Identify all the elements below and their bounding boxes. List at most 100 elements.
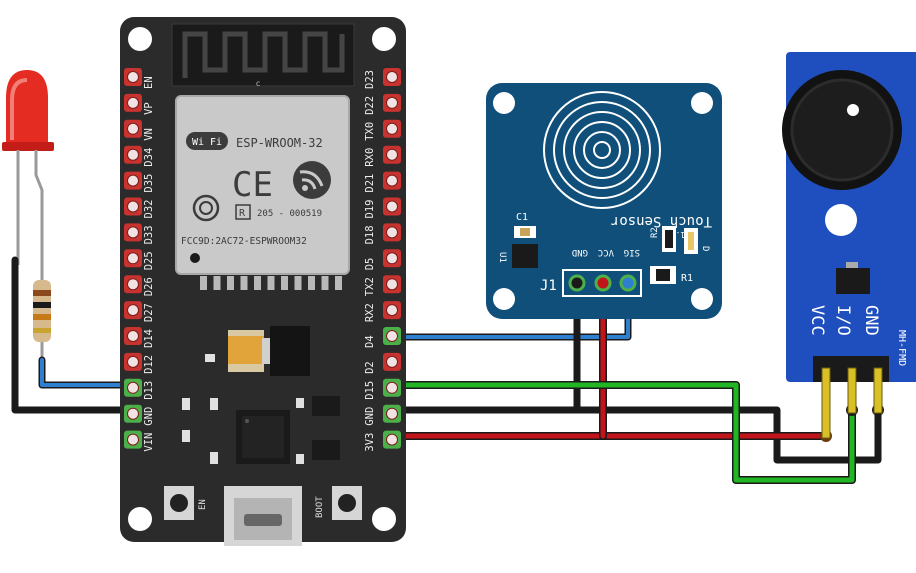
pin-label-vcc: VCC [598, 247, 614, 257]
esp32-pin-label-left-6: D33 [143, 225, 155, 244]
esp32-pin-right-9 [383, 301, 401, 320]
esp32-pin-right-6 [383, 223, 401, 242]
esp32-pin-label-left-1: VP [143, 102, 155, 115]
touch-pad-icon [543, 91, 661, 209]
wire-led-d13 [38, 356, 137, 389]
esp32-pin-right-4 [383, 171, 401, 190]
esp32-pin-right-5 [383, 197, 401, 216]
esp32-board: c Wi Fi ESP-WROOM-32 CE R 205 - 000519 F… [120, 17, 406, 546]
esp32-pin-label-left-3: D34 [143, 148, 155, 167]
esp32-pin-label-right-13: GND [364, 407, 376, 426]
esp32-pin-label-right-11: D2 [364, 361, 376, 374]
en-button-label: EN [198, 499, 208, 510]
esp32-pin-right-8 [383, 275, 401, 294]
esp32-pin-left-14 [124, 430, 142, 449]
esp32-pin-left-11 [124, 352, 142, 371]
en-button[interactable] [164, 486, 194, 520]
ce-mark: CE [232, 165, 273, 205]
touch-sensor-version: V1.1 [671, 230, 690, 239]
espressif-logo-icon [293, 161, 331, 199]
touch-pin-vcc [594, 274, 612, 292]
esp32-pin-label-right-7: D5 [364, 258, 376, 271]
esp32-pin-left-10 [124, 327, 142, 345]
touch-sensor-module: Touch Sensor V1.1 C1 U1 R2 D R1 J1 GND V… [486, 83, 722, 319]
touch-pin-sig [619, 274, 637, 292]
esp32-pin-label-right-9: RX2 [364, 303, 376, 322]
esp32-pin-label-right-12: D15 [364, 381, 376, 400]
buzzer-icon [782, 70, 902, 190]
label-u1: U1 [497, 252, 507, 263]
led [2, 70, 54, 280]
esp32-pin-left-2 [124, 119, 142, 138]
esp32-pin-label-left-8: D26 [143, 277, 155, 296]
esp32-pin-right-0 [383, 68, 401, 86]
label-c1: C1 [516, 212, 528, 223]
wire-led-gnd [11, 256, 137, 414]
module-castellation [281, 276, 288, 290]
label-r2: R2 [650, 227, 660, 238]
label-d: D [700, 246, 710, 251]
pin-label-sig: SIG [624, 247, 640, 257]
esp32-pin-label-left-13: GND [143, 407, 155, 426]
esp32-pin-right-13 [383, 404, 401, 423]
esp32-pin-label-left-4: D35 [143, 174, 155, 193]
module-castellation [200, 276, 207, 290]
module-name: ESP-WROOM-32 [236, 136, 323, 150]
wifi-logo-text: Wi Fi [192, 137, 222, 148]
module-castellation [294, 276, 302, 290]
esp32-pin-label-left-2: VN [143, 128, 155, 141]
esp32-pin-left-5 [124, 197, 142, 216]
esp32-pin-left-7 [124, 249, 142, 268]
svg-text:R: R [239, 208, 246, 219]
esp32-pin-left-9 [124, 301, 142, 320]
boot-button[interactable] [332, 486, 362, 520]
usb-port [224, 486, 302, 546]
esp32-pin-left-8 [124, 275, 142, 294]
esp32-pin-label-right-4: D21 [364, 174, 376, 193]
esp32-pin-label-right-14: 3V3 [364, 433, 376, 452]
esp32-pin-right-3 [383, 145, 401, 164]
module-castellation [321, 276, 329, 290]
r-cert-number: 205 - 000519 [257, 209, 322, 219]
resistor [33, 250, 51, 360]
esp32-pin-left-12 [124, 378, 142, 397]
antenna-c-label: c [256, 79, 261, 88]
esp32-pin-label-right-10: D4 [364, 335, 376, 348]
esp32-pin-label-left-5: D32 [143, 200, 155, 219]
esp32-pin-label-left-7: D25 [143, 251, 155, 270]
esp32-pin-label-left-12: D13 [143, 381, 155, 400]
esp32-pin-label-left-9: D27 [143, 303, 155, 322]
esp32-pin-label-right-8: TX2 [364, 277, 376, 296]
buzzer-header-pins [821, 367, 883, 439]
esp32-pin-label-left-14: VIN [143, 433, 155, 452]
esp32-pin-label-right-1: D22 [364, 96, 376, 115]
header-j1: J1 [540, 278, 557, 294]
module-castellation [213, 276, 221, 290]
module-castellation [240, 276, 248, 290]
esp32-pin-label-right-0: D23 [364, 70, 376, 89]
esp32-pin-label-left-0: EN [143, 76, 155, 89]
touch-sensor-title: Touch Sensor [611, 213, 712, 229]
esp32-pin-left-3 [124, 145, 142, 164]
boot-button-label: BOOT [315, 496, 325, 518]
fcc-id: FCC9D:2AC72-ESPWROOM32 [181, 236, 307, 247]
module-castellation [267, 276, 275, 290]
esp32-pin-label-right-3: RX0 [364, 148, 376, 167]
wire-gnd-rail [386, 406, 882, 464]
esp32-pin-label-left-10: D14 [143, 329, 155, 348]
esp32-pin-label-right-2: TX0 [364, 122, 376, 141]
esp32-pin-right-7 [383, 249, 401, 268]
esp32-pin-left-6 [124, 223, 142, 242]
esp32-pin-right-2 [383, 119, 401, 138]
buzzer-pin-io: I/O [833, 305, 853, 336]
module-castellation [308, 276, 315, 290]
esp32-pin-label-right-6: D18 [364, 225, 376, 244]
buzzer-model: MH-FMD [896, 330, 907, 366]
pin-label-gnd: GND [572, 247, 588, 257]
module-castellation [335, 276, 342, 290]
module-castellation [254, 276, 261, 290]
module-castellation [227, 276, 234, 290]
buzzer-pin-vcc: VCC [807, 305, 827, 336]
esp32-pin-left-13 [124, 404, 142, 423]
